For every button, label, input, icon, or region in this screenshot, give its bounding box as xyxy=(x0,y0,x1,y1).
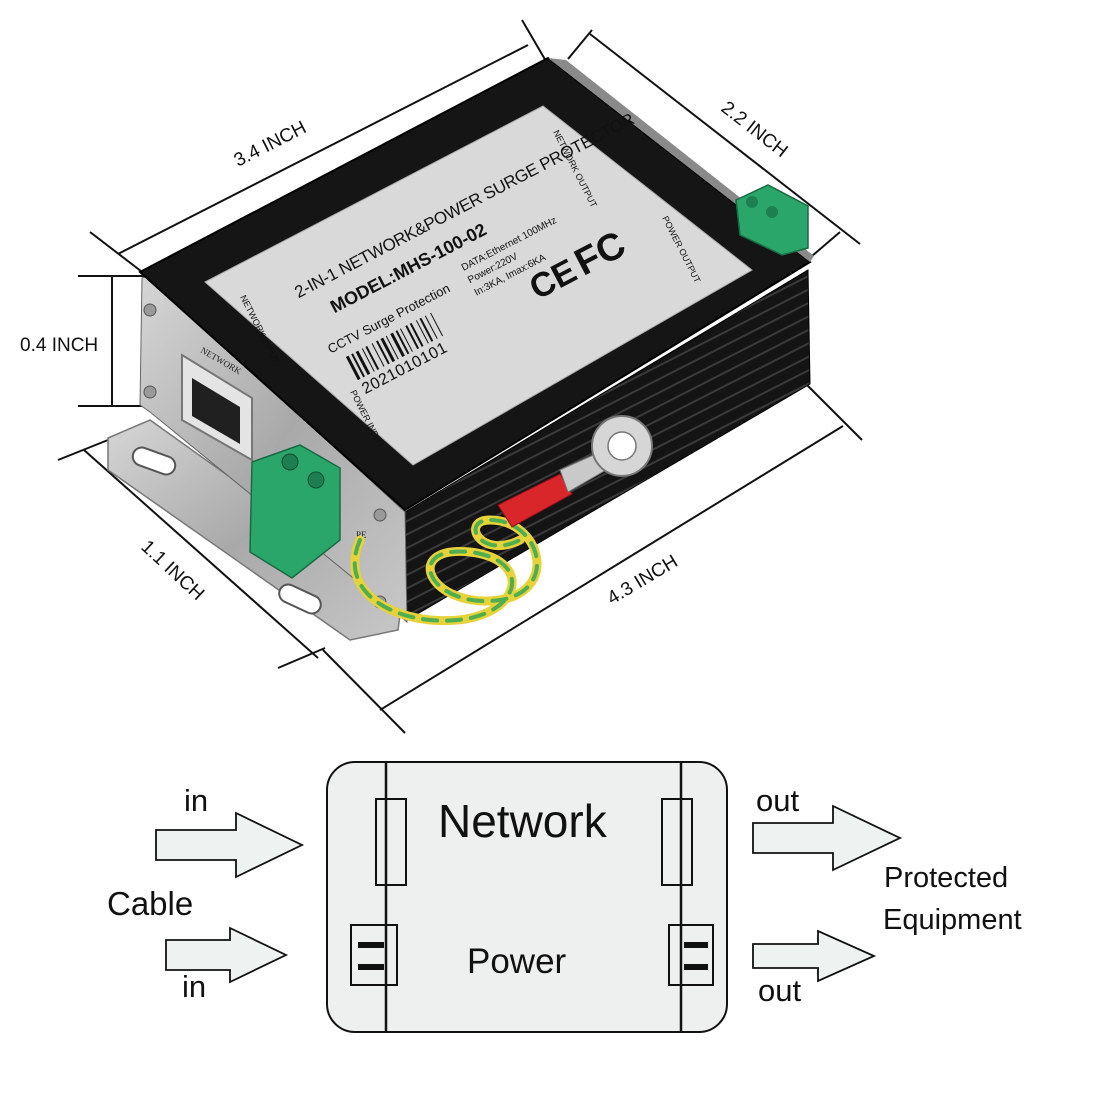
out-bottom-label: out xyxy=(758,973,801,1008)
arrow-out-bottom xyxy=(752,929,877,983)
arrow-in-top xyxy=(155,811,305,879)
ring-lug xyxy=(497,415,653,528)
protected-label: Protected xyxy=(884,862,1008,894)
dim-depth-right: 2.2 INCH xyxy=(717,97,792,162)
pe-label: PE xyxy=(356,530,367,540)
network-label: Network xyxy=(438,795,608,847)
arrow-in-bottom xyxy=(165,926,289,984)
dimension-lines xyxy=(57,19,863,734)
power-label: Power xyxy=(467,942,567,981)
diagram-box xyxy=(326,761,728,1033)
cable-label: Cable xyxy=(107,885,193,922)
power-input-terminal xyxy=(249,444,341,579)
out-top-label: out xyxy=(756,783,799,818)
product-label-background xyxy=(204,105,753,466)
dim-bracket-width: 1.1 INCH xyxy=(137,536,208,605)
equipment-label: Equipment xyxy=(883,904,1022,936)
ground-wire xyxy=(350,515,542,626)
dim-height-left: 0.4 INCH xyxy=(20,335,98,356)
dim-length-bottom: 4.3 INCH xyxy=(604,551,682,609)
in-top-label: in xyxy=(184,783,208,818)
arrow-out-top xyxy=(752,804,903,872)
power-output-terminal xyxy=(735,184,809,256)
wiring-diagram: Network Power in Cable in out out Protec… xyxy=(107,761,1022,1033)
barcode xyxy=(345,312,444,381)
in-bottom-label: in xyxy=(182,969,206,1004)
